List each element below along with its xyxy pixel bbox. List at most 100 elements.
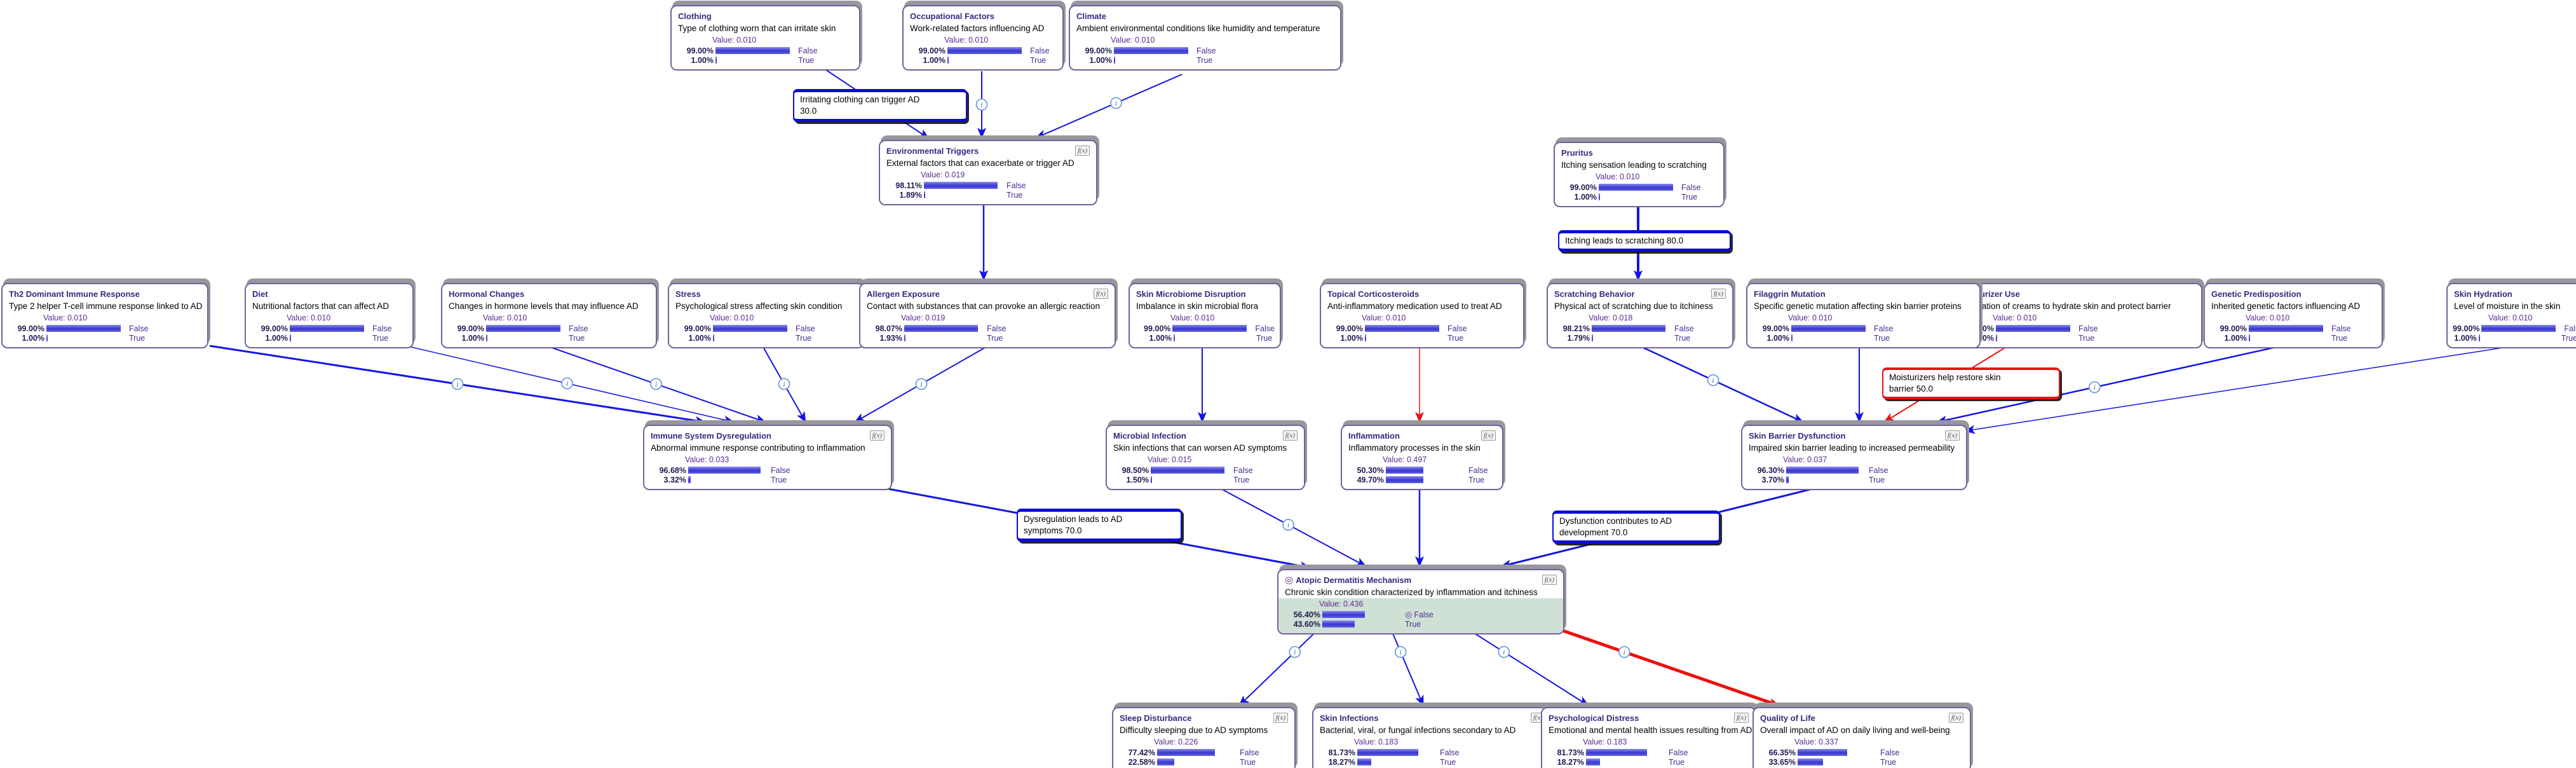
edge-label-dysfunction-development[interactable]: Dysfunction contributes to AD developmen… [1552,511,1720,544]
state-row-false[interactable]: 99.00%False [677,46,854,55]
state-row-true[interactable]: 1.00%True [909,55,1057,65]
edge-atopic-dermatitis-mechanism-to-quality-of-life[interactable] [1540,621,1780,708]
state-row-false[interactable]: 99.00%False [674,324,858,333]
state-row-false[interactable]: 98.21%False [1553,324,1727,333]
state-row-false[interactable]: 99.00%False [1560,182,1718,192]
state-row-true[interactable]: 1.79%True [1553,333,1727,343]
state-row-true[interactable]: 3.32%True [649,475,886,484]
state-row-false[interactable]: 98.07%False [865,324,1109,333]
state-row-true[interactable]: 1.00%True [8,333,202,343]
state-row-false[interactable]: 98.11%False [885,181,1091,190]
state-row-true[interactable]: 1.89%True [885,190,1091,200]
state-row-true[interactable]: 1.00%True [1135,333,1275,343]
state-row-false[interactable]: 81.73%False [1319,748,1547,757]
state-row-false[interactable]: 81.73%False [1547,748,1750,757]
info-icon[interactable]: i [1618,646,1630,658]
edge-genetic-predisposition-to-skin-barrier-dysfunction[interactable] [1936,343,2288,425]
state-row-false[interactable]: 96.68%False [649,465,886,475]
state-row-false[interactable]: 99.00%False [1957,324,2196,333]
state-row-true[interactable]: 49.70%True [1347,475,1497,484]
info-icon[interactable]: i [2088,381,2101,394]
state-row-true[interactable]: 22.58%True [1118,757,1289,767]
state-row-true[interactable]: 1.00%True [677,55,854,65]
info-icon[interactable]: i [1394,646,1407,658]
state-row-false[interactable]: 99.00%False [909,46,1057,55]
state-row-false[interactable]: 99.00%False [447,324,651,333]
state-row-false[interactable]: 99.00%False [251,324,407,333]
state-row-false[interactable]: 66.35%False [1759,748,1965,757]
state-row-false[interactable]: 77.42%False [1118,748,1289,757]
state-row-true[interactable]: 1.00%True [1075,55,1335,65]
info-icon[interactable]: i [561,377,573,390]
state-row-true[interactable]: 1.00%True [674,333,858,343]
state-row-true[interactable]: 3.70%True [1747,475,1961,484]
state-row-false[interactable]: 99.00%False [2210,324,2376,333]
info-icon[interactable]: i [1707,374,1719,387]
state-row-true[interactable]: 43.60%True [1284,619,1558,629]
state-row-false[interactable]: 56.40%◎False [1284,610,1558,619]
edge-atopic-dermatitis-mechanism-to-sleep-disturbance[interactable] [1238,622,1325,706]
edge-label-moisturizers-restore[interactable]: Moisturizers help restore skin barrier 5… [1882,367,2060,400]
info-icon[interactable]: i [451,378,464,390]
info-icon[interactable]: i [975,99,988,111]
edge-label-itching-scratching[interactable]: Itching leads to scratching 80.0 [1558,230,1731,252]
state-row-true[interactable]: 1.00%True [447,333,651,343]
info-icon[interactable]: i [778,378,790,390]
info-icon[interactable]: i [1282,519,1294,531]
edge-label-irritating-clothing[interactable]: Irritating clothing can trigger AD 30.0 [793,89,967,123]
state-row-false[interactable]: 99.00%False [1075,46,1335,55]
state-row-false[interactable]: 96.30%False [1747,465,1961,475]
edge-atopic-dermatitis-mechanism-to-psychological-distress[interactable] [1458,622,1589,706]
edge-climate-to-environmental-triggers[interactable] [1035,74,1183,139]
state-row-true[interactable]: 18.27%True [1547,757,1750,767]
info-icon[interactable]: i [915,378,928,390]
info-icon[interactable]: i [1498,646,1510,658]
state-row-false[interactable]: 99.00%False [1326,324,1518,333]
state-row-false[interactable]: 99.00%False [1752,324,1974,333]
state-row-true[interactable]: 1.00%True [251,333,407,343]
state-row-true[interactable]: 1.00%True [1957,333,2196,343]
edge-scratching-behavior-to-skin-barrier-dysfunction[interactable] [1639,345,1804,423]
state-row-false[interactable]: 50.30%False [1347,465,1497,475]
state-row-true[interactable]: 1.00%True [1752,333,1974,343]
state-row-false[interactable]: 98.50%False [1112,465,1299,475]
info-icon[interactable]: i [650,378,662,390]
state-row-true[interactable]: 33.65%True [1759,757,1965,767]
edge-atopic-dermatitis-mechanism-to-skin-infections[interactable] [1388,622,1424,706]
edge-label-dysregulation-symptoms[interactable]: Dysregulation leads to AD symptoms 70.0 [1017,509,1182,542]
state-row-true[interactable]: 1.00%True [2210,333,2376,343]
edge-skin-hydration-to-skin-barrier-dysfunction[interactable] [1964,345,2516,434]
state-row-true[interactable]: 1.50%True [1112,475,1299,484]
state-row-true[interactable]: 1.00%True [2453,333,2576,343]
info-icon[interactable]: i [1289,646,1301,658]
state-row-true[interactable]: 18.27%True [1319,757,1547,767]
state-row-false[interactable]: 99.00%False [1135,324,1275,333]
state-row-false[interactable]: 99.00%False [2453,324,2576,333]
state-row-true[interactable]: 1.93%True [865,333,1109,343]
